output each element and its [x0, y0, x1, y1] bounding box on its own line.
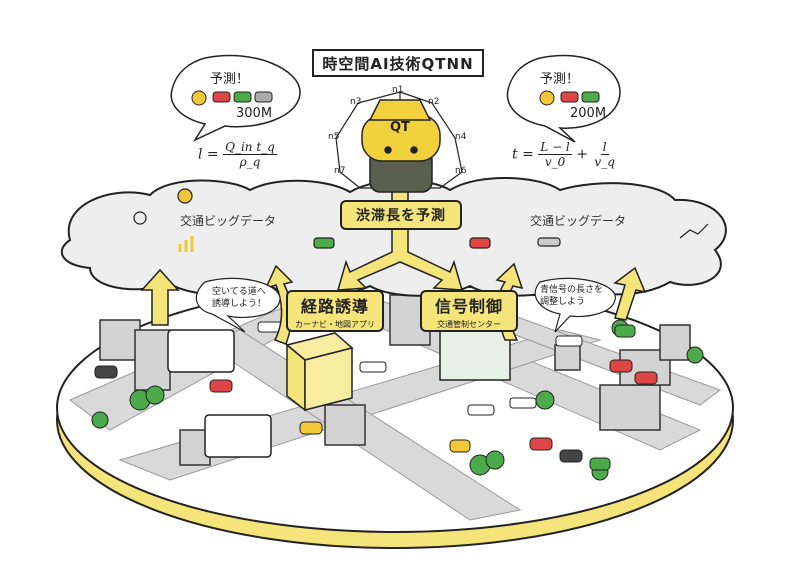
node-label: n5	[328, 132, 340, 142]
bigdata-label-left: 交通ビッグデータ	[180, 214, 277, 228]
mascot-face-text: QT	[390, 120, 410, 135]
node-label: n1	[392, 85, 404, 95]
signal-control-box: 信号制御 交通管制センター	[420, 290, 518, 332]
signal-control-subtitle: 交通管制センター	[437, 319, 501, 329]
speech-left-bubble	[195, 277, 281, 333]
speech-left-text: 空いてる道へ 誘導しよう！	[212, 287, 267, 309]
node-label: n7	[334, 166, 346, 176]
node-label: n6	[455, 166, 467, 176]
node-label: n4	[455, 132, 467, 142]
speech-right-bubble	[534, 277, 616, 333]
cube-character	[285, 332, 354, 412]
bigdata-label-right: 交通ビッグデータ	[530, 214, 627, 228]
speech-right-text: 青信号の長さを 調整しよう	[540, 285, 604, 307]
cloud-doodles	[133, 188, 709, 252]
node-label: n3	[350, 97, 362, 107]
trees	[91, 319, 704, 481]
qt-mascot	[361, 99, 441, 193]
bubble-icons	[191, 90, 600, 106]
signal-control-title: 信号制御	[434, 296, 503, 316]
node-label: n2	[428, 97, 440, 107]
right-bubble-heading: 予測！	[540, 72, 580, 87]
left-bubble-heading: 予測！	[210, 72, 250, 87]
map-panels	[167, 324, 511, 458]
cars	[94, 324, 658, 471]
right-bubble-distance: 200M	[570, 106, 607, 121]
route-guidance-title: 経路誘導	[300, 296, 369, 316]
route-guidance-box: 経路誘導 カーナビ・地図アプリ	[286, 290, 384, 332]
left-bubble-distance: 300M	[236, 106, 273, 121]
split-arrow	[336, 221, 464, 291]
title-label: 時空間AI技術QTNN	[312, 49, 484, 77]
predict-congestion-box: 渋滞長を予測	[340, 200, 462, 230]
traffic-lights	[257, 321, 583, 416]
predict-congestion-label: 渋滞長を予測	[356, 208, 446, 224]
route-guidance-subtitle: カーナビ・地図アプリ	[295, 319, 375, 329]
